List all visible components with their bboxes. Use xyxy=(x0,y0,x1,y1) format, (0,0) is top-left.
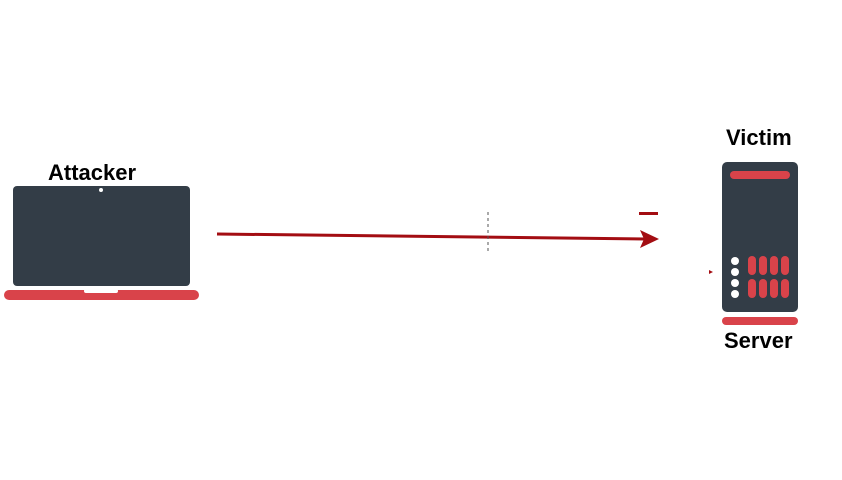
server-drive-slot xyxy=(748,279,756,298)
arrow-fragment-top xyxy=(639,212,658,215)
server-drive-slot xyxy=(781,279,789,298)
laptop-screen xyxy=(13,186,190,286)
laptop-icon xyxy=(4,186,199,300)
server-led xyxy=(731,268,739,276)
arrow-shaft xyxy=(216,232,647,241)
victim-label: Victim xyxy=(726,125,792,150)
server-label: Server xyxy=(724,328,793,353)
server-drive-slot xyxy=(759,256,767,275)
laptop-camera xyxy=(99,188,103,192)
arrow-fragment-small xyxy=(709,270,713,274)
attack-arrow xyxy=(216,212,713,274)
server-icon xyxy=(722,162,798,325)
server-drive-slot xyxy=(748,256,756,275)
server-base xyxy=(722,317,798,325)
server-top-bar xyxy=(730,171,790,179)
server-led xyxy=(731,257,739,265)
server-body xyxy=(722,162,798,312)
arrow-head xyxy=(640,230,659,248)
server-drive-slot xyxy=(759,279,767,298)
server-drive-slot xyxy=(770,279,778,298)
server-led xyxy=(731,290,739,298)
server-drive-slot xyxy=(781,256,789,275)
laptop-base xyxy=(4,290,199,300)
server-led xyxy=(731,279,739,287)
laptop-hinge-notch xyxy=(84,289,118,293)
server-drive-slot xyxy=(770,256,778,275)
attacker-label: Attacker xyxy=(48,160,137,185)
